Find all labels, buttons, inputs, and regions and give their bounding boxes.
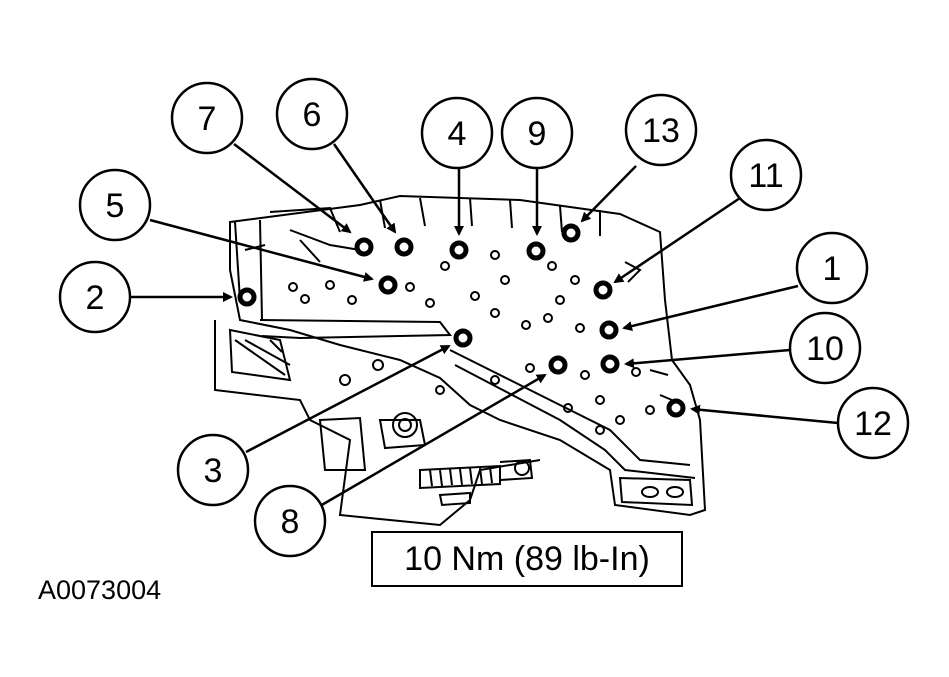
bolt-4 [449, 240, 469, 260]
callout-12-circle [836, 386, 910, 460]
leader-lines [129, 143, 839, 508]
callout-7-label: 7 [198, 100, 217, 138]
callout-4-label: 4 [448, 115, 467, 153]
callout-11-circle [729, 138, 803, 212]
bolt-10 [600, 354, 620, 374]
bolt-12 [666, 398, 686, 418]
bolt-2 [237, 287, 257, 307]
callout-1-label: 1 [823, 250, 842, 288]
callout-8-circle [253, 484, 327, 558]
leader-10 [624, 348, 791, 369]
leader-3 [245, 344, 451, 454]
bolt-13 [561, 223, 581, 243]
leader-1 [622, 284, 799, 331]
callout-6-circle [275, 77, 349, 151]
bolt-1 [599, 320, 619, 340]
bolt-8 [548, 355, 568, 375]
callout-5-label: 5 [106, 187, 125, 225]
leader-7 [233, 143, 352, 234]
leader-11 [613, 196, 741, 284]
torque-spec-text: 10 Nm (89 lb-In) [404, 539, 650, 578]
leader-12 [690, 404, 839, 425]
callout-13-label: 13 [642, 112, 680, 150]
callout-6-label: 6 [303, 96, 322, 134]
callout-9-label: 9 [528, 115, 547, 153]
torque-spec-box: 10 Nm (89 lb-In) [371, 531, 683, 587]
leader-6 [332, 143, 397, 234]
callout-4-circle [420, 96, 494, 170]
bolt-5 [378, 275, 398, 295]
leader-13 [580, 165, 637, 223]
callout-9-circle [500, 96, 574, 170]
figure-id: A0073004 [38, 575, 162, 605]
bolt-9 [526, 241, 546, 261]
callout-10-circle [788, 311, 862, 385]
callout-labels: 7 6 4 9 13 11 5 2 1 10 12 3 8 [86, 96, 892, 541]
bolt-heads [237, 223, 686, 418]
bolt-3 [453, 328, 473, 348]
callout-11-label: 11 [748, 157, 783, 195]
callout-2-circle [58, 260, 132, 334]
leader-8 [319, 373, 547, 508]
callout-13-circle [624, 93, 698, 167]
callout-3-label: 3 [204, 452, 223, 490]
callout-1-circle [795, 231, 869, 305]
callout-3-circle [176, 433, 250, 507]
callout-5-circle [78, 168, 152, 242]
bolt-7 [354, 237, 374, 257]
bolt-11 [593, 280, 613, 300]
callout-7-circle [170, 81, 244, 155]
leader-5 [149, 218, 374, 282]
callout-circles [58, 77, 910, 558]
callout-12-label: 12 [854, 405, 892, 443]
callout-10-label: 10 [806, 330, 844, 368]
callout-2-label: 2 [86, 279, 105, 317]
bolt-6 [394, 237, 414, 257]
callout-8-label: 8 [281, 503, 300, 541]
valve-body-illustration [214, 194, 707, 527]
